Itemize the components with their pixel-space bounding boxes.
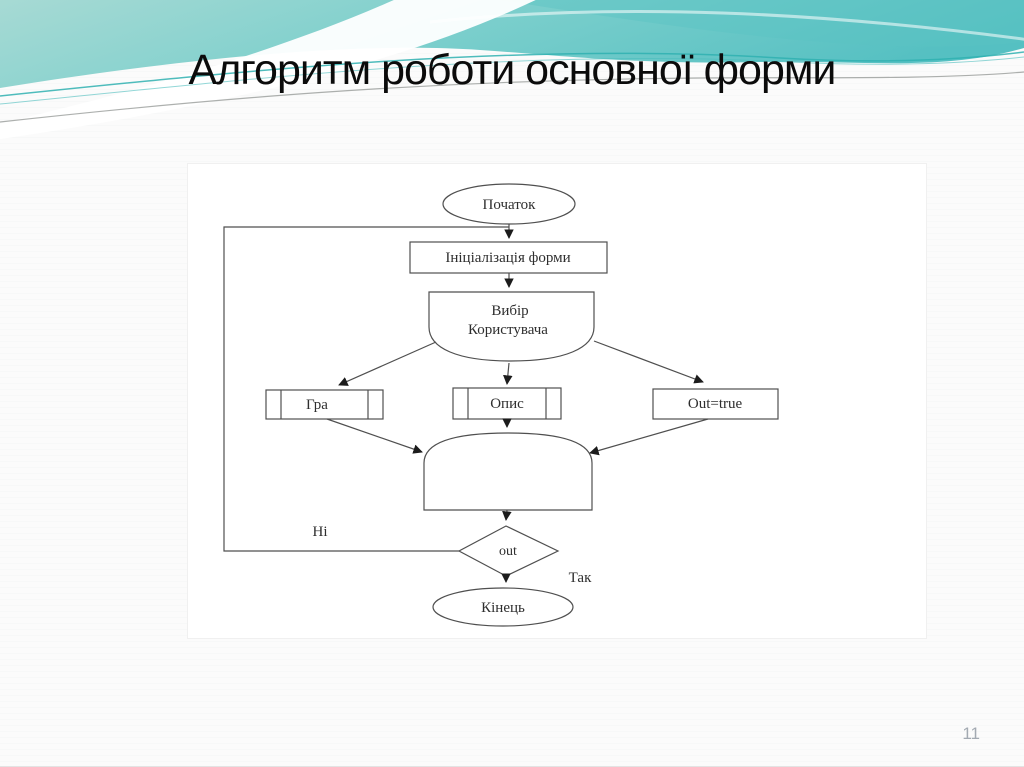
node-init: Ініціалізація форми	[409, 241, 608, 274]
edge-game-merge	[326, 418, 423, 454]
slide-title: Алгоритм роботи основної форми	[188, 46, 837, 94]
flowchart-image: Початок Ініціалізація форми Вибір Корист…	[187, 163, 927, 639]
edge-outtrue-merge	[589, 418, 709, 456]
header-wave-graphic	[0, 0, 1024, 140]
edge-label-no: Ні	[313, 524, 328, 540]
edge-choice-game	[338, 341, 437, 386]
node-init-label: Ініціалізація форми	[445, 250, 570, 266]
edge-choice-outtrue	[593, 340, 704, 384]
node-start: Початок	[442, 183, 576, 225]
node-out-true: Out=true	[652, 388, 779, 420]
node-out-true-label: Out=true	[688, 396, 743, 412]
header-accent-curve-gray	[0, 71, 1024, 123]
node-game-label: Гра	[306, 397, 328, 413]
edge-choice-description	[503, 362, 513, 385]
header-teal-band	[0, 0, 1024, 88]
edge-label-yes: Так	[569, 570, 592, 586]
edge-loop-no-branch	[223, 226, 509, 552]
page-number: 11	[962, 724, 980, 743]
node-user-choice-label-line1: Вибір	[491, 303, 528, 319]
node-end: Кінець	[432, 587, 574, 627]
node-user-choice-label-line2: Користувача	[468, 322, 548, 338]
node-end-label: Кінець	[481, 600, 525, 616]
header-accent-curve-teal-2	[0, 56, 1024, 105]
node-description-label: Опис	[490, 396, 524, 412]
node-start-label: Початок	[483, 197, 537, 213]
node-description: Опис	[452, 387, 562, 420]
node-out-decision: out	[457, 525, 560, 577]
header-white-streak	[429, 10, 1024, 41]
node-out-decision-label: out	[499, 544, 517, 559]
node-merge	[423, 432, 593, 511]
header-accent-curve-teal-1	[0, 51, 1024, 97]
node-user-choice: Вибір Користувача	[428, 291, 595, 362]
flowchart-svg: Початок Ініціалізація форми Вибір Корист…	[223, 183, 779, 627]
node-game: Гра	[265, 389, 384, 420]
edge-merge-decision	[502, 509, 512, 521]
